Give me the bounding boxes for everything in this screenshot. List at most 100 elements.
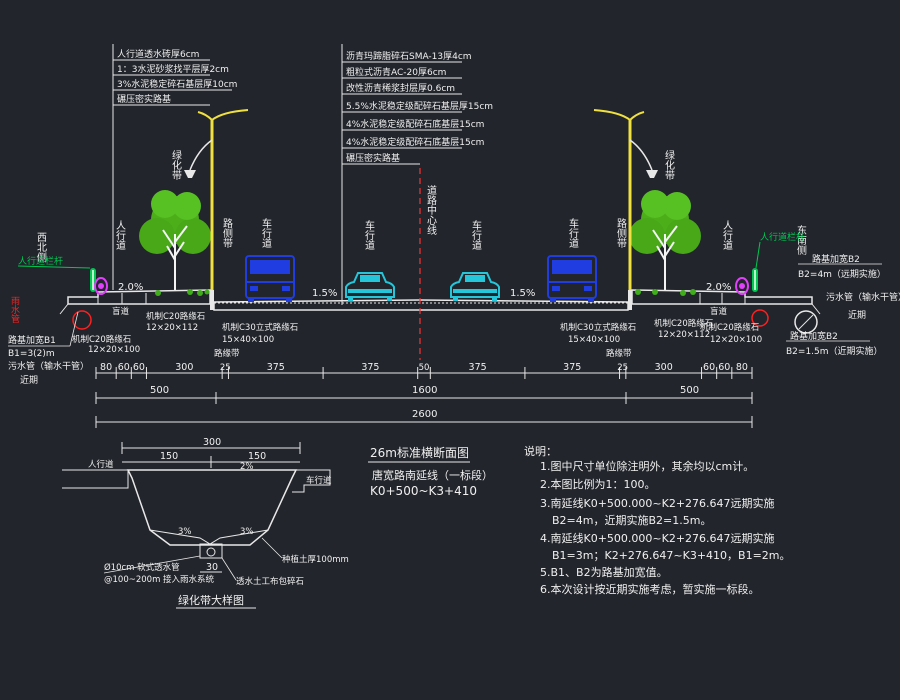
detail-spacing: @100~200m 接入雨水系统 <box>104 574 215 585</box>
label-b1-value: B1=3(2)m <box>8 349 55 359</box>
title-range: K0+500~K3+410 <box>370 484 477 498</box>
dim-value: 80 <box>100 362 112 373</box>
note-2: 2.本图比例为1：100。 <box>540 477 656 491</box>
blind-path-right: 盲道 <box>710 306 728 317</box>
label-green-belt-right: 绿化带 <box>663 149 675 181</box>
mid-layer-2: 粗粒式沥青AC-20厚6cm <box>346 66 446 78</box>
drain-strip-left: 路缘带 <box>214 348 240 359</box>
detail-pipe: Ø10cm 软式透水管 <box>104 562 180 573</box>
label-lane-3: 车行道 <box>470 219 482 250</box>
dim-500-left: 500 <box>150 385 169 396</box>
dim-value: 300 <box>655 362 673 373</box>
left-layer-3: 3%水泥稳定碎石基层厚10cm <box>117 78 237 90</box>
label-lane-4: 车行道 <box>567 217 579 248</box>
curb-r-size: 12×20×100 <box>710 335 762 345</box>
dim-value: 375 <box>267 362 285 373</box>
slope-left-walk: 2.0% <box>118 282 143 293</box>
dim-value: 375 <box>469 362 487 373</box>
dim-value: 375 <box>563 362 581 373</box>
note-5: 5.B1、B2为路基加宽值。 <box>540 565 668 579</box>
green-belt-detail: 300 150 150 30 人行道 车行道 2% 3% 3% 种植土厚100m… <box>62 437 349 609</box>
note-3: 3.南延线K0+500.000~K2+276.647远期实施 <box>540 496 775 510</box>
dim-1600: 1600 <box>412 385 437 396</box>
slope-right-walk: 2.0% <box>706 282 731 293</box>
detail-bottom-dim: 30 <box>206 562 218 573</box>
detail-half-left: 150 <box>160 451 178 462</box>
title-main: 26m标准横断面图 <box>370 445 469 460</box>
note-1: 1.图中尺寸单位除注明外，其余均以cm计。 <box>540 459 754 473</box>
detail-half-right: 150 <box>248 451 266 462</box>
dim-2600: 2600 <box>412 409 437 420</box>
mid-layer-4: 5.5%水泥稳定级配碎石基层厚15cm <box>346 100 493 112</box>
detail-slope-r: 3% <box>240 527 254 537</box>
sewer-pipe-right <box>794 310 818 334</box>
slope-left-lane: 1.5% <box>312 288 337 299</box>
dim-value: 60 <box>703 362 715 373</box>
dim-value: 60 <box>133 362 145 373</box>
detail-gravel: 透水土工布包碎石 <box>236 576 304 587</box>
curb-l3-size: 15×40×100 <box>222 335 274 345</box>
drain-strip-right: 路缘带 <box>606 348 632 359</box>
slope-right-lane: 1.5% <box>510 288 535 299</box>
drain-pipe-left <box>72 310 92 330</box>
dim-value: 375 <box>361 362 379 373</box>
dim-value: 300 <box>175 362 193 373</box>
dim-value: 80 <box>736 362 748 373</box>
label-roadside-belt-left: 路侧带 <box>221 217 233 249</box>
dim-value: 60 <box>118 362 130 373</box>
label-widen-b2-bot: 路基加宽B2 <box>790 330 838 342</box>
label-sewer-right: 污水管（输水干管） <box>826 291 900 303</box>
label-b2-bot-value: B2=1.5m（近期实施） <box>786 345 883 357</box>
bin-right <box>735 277 749 295</box>
label-near-right: 近期 <box>848 309 866 321</box>
blind-path-left: 盲道 <box>112 306 130 317</box>
note-4b: B1=3m；K2+276.647~K3+410，B1=2m。 <box>552 549 791 562</box>
label-sidewalk-right: 人行道 <box>721 220 733 250</box>
left-layer-callout: 人行道透水砖厚6cm 1：3水泥砂浆找平层厚2cm 3%水泥稳定碎石基层厚10c… <box>112 44 237 290</box>
notes: 说明： 1.图中尺寸单位除注明外，其余均以cm计。 2.本图比例为1：100。 … <box>524 444 791 596</box>
label-center-line: 道路中心线 <box>425 184 437 235</box>
car-right <box>450 272 500 302</box>
curb-r2-size: 12×20×112 <box>658 330 710 340</box>
label-near-left: 近期 <box>20 374 38 386</box>
bus-left <box>245 255 295 303</box>
label-railing-left: 人行道栏杆 <box>18 255 63 267</box>
dim-value: 50 <box>419 363 430 373</box>
detail-top-dim: 300 <box>203 437 221 448</box>
note-3b: B2=4m，近期实施B2=1.5m。 <box>552 513 711 527</box>
detail-sidewalk: 人行道 <box>88 459 114 470</box>
label-west-side: 西北侧 <box>35 232 47 263</box>
label-lane-2: 车行道 <box>363 219 375 250</box>
label-green-belt-left: 绿化带 <box>170 149 182 181</box>
note-6: 6.本次设计按近期实施考虑，暂实施一标段。 <box>540 582 760 596</box>
curb-r3: 机制C30立式路缘石 <box>560 322 636 333</box>
title-road: 唐宽路南延线（一标段） <box>372 468 493 482</box>
mid-layer-6: 4%水泥稳定级配碎石底基层15cm <box>346 136 484 148</box>
notes-heading: 说明： <box>524 444 557 458</box>
tree-right <box>628 189 702 291</box>
curb-l-size: 12×20×100 <box>88 345 140 355</box>
curb-l3: 机制C30立式路缘石 <box>222 322 298 333</box>
dimension-row-2: 500 1600 500 <box>95 385 753 404</box>
railing-right <box>752 268 758 292</box>
label-b2-top-value: B2=4m（远期实施） <box>798 268 886 280</box>
detail-slope-top: 2% <box>240 462 254 472</box>
curb-l2-size: 12×20×112 <box>146 323 198 333</box>
title-block: 26m标准横断面图 唐宽路南延线（一标段） K0+500~K3+410 <box>368 445 493 498</box>
curb-l: 机制C20路缘石 <box>72 334 131 345</box>
dim-value: 25 <box>617 363 628 373</box>
curb-r3-size: 15×40×100 <box>568 335 620 345</box>
mid-layer-3: 改性沥青稀浆封层厚0.6cm <box>346 82 455 94</box>
detail-soil: 种植土厚100mm <box>282 554 349 565</box>
dimension-total: 2600 <box>95 409 753 428</box>
label-east-side: 东南侧 <box>795 224 807 256</box>
curb-l2: 机制C20路缘石 <box>146 311 205 322</box>
bus-right <box>547 255 597 303</box>
mid-layer-7: 碾压密实路基 <box>346 152 400 164</box>
note-4: 4.南延线K0+500.000~K2+276.647远期实施 <box>540 531 775 545</box>
left-layer-2: 1：3水泥砂浆找平层厚2cm <box>117 63 229 75</box>
label-roadside-belt-right: 路侧带 <box>615 217 627 249</box>
label-railing-right: 人行道栏杆 <box>760 231 805 243</box>
